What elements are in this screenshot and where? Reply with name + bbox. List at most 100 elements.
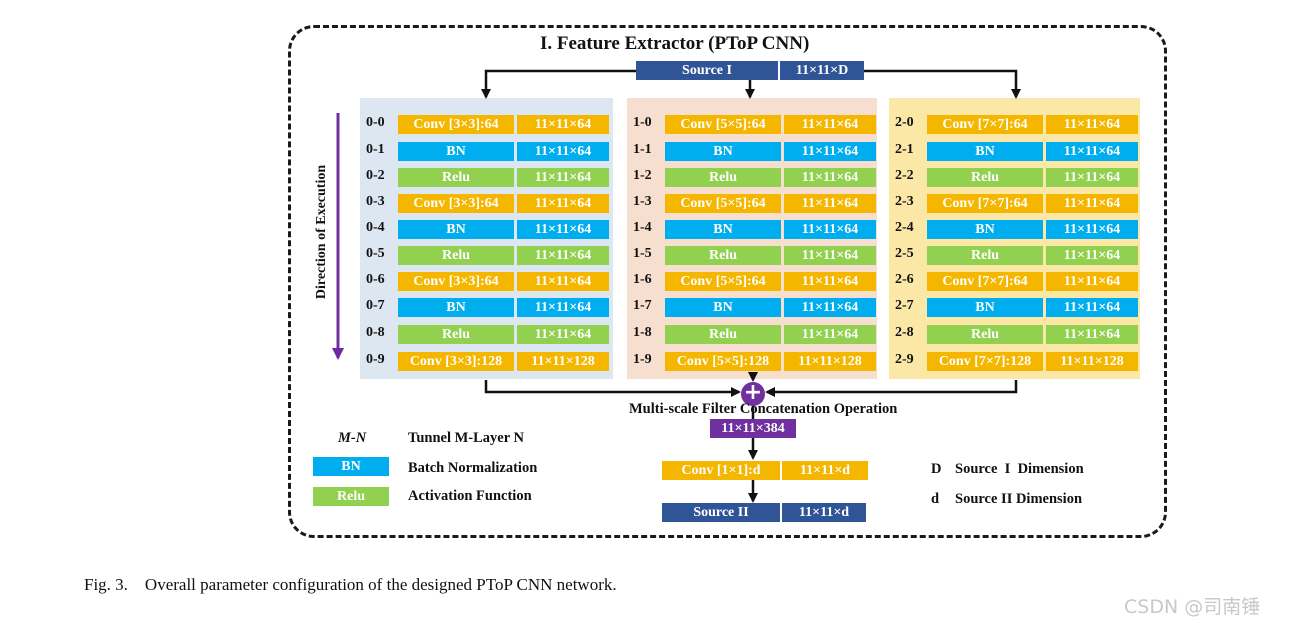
bn-op-cell: BN [927, 220, 1043, 239]
bn-op-cell: BN [927, 142, 1043, 161]
bn-dim-cell: 11×11×64 [784, 142, 876, 161]
layer-id-9: 0-9 [366, 352, 385, 367]
conv-op-cell: Conv [3×3]:128 [398, 352, 514, 371]
legend-mn-text: Tunnel M-Layer N [408, 430, 525, 446]
layer-id-7: 1-7 [633, 298, 652, 313]
conv1x1-op: Conv [1×1]:d [662, 461, 780, 480]
conv-op-cell: Conv [7×7]:64 [927, 115, 1043, 134]
layer-id-5: 0-5 [366, 246, 385, 261]
conv-dim-cell: 11×11×64 [784, 194, 876, 213]
concat-label: Multi-scale Filter Concatenation Operati… [629, 401, 898, 417]
bn-op-cell: BN [665, 298, 781, 317]
conv-op-cell: Conv [3×3]:64 [398, 194, 514, 213]
layer-id-3: 1-3 [633, 194, 652, 209]
conv-dim-cell: 11×11×64 [517, 115, 609, 134]
diagram-title: I. Feature Extractor (PToP CNN) [540, 33, 810, 54]
source1-label: Source I [636, 61, 778, 80]
legend-d-text: Source II Dimension [955, 491, 1083, 507]
layer-id-0: 2-0 [895, 115, 914, 130]
layer-id-9: 1-9 [633, 352, 652, 367]
bn-dim-cell: 11×11×64 [517, 298, 609, 317]
conv1x1-dim: 11×11×d [782, 461, 868, 480]
bn-op-cell: BN [665, 220, 781, 239]
layer-id-1: 2-1 [895, 142, 914, 157]
layer-id-2: 1-2 [633, 168, 652, 183]
relu-dim-cell: 11×11×64 [1046, 325, 1138, 344]
relu-op-cell: Relu [398, 246, 514, 265]
legend-d-key: d [931, 491, 940, 507]
relu-dim-cell: 11×11×64 [1046, 168, 1138, 187]
conv-dim-cell: 11×11×64 [784, 115, 876, 134]
layer-id-5: 2-5 [895, 246, 914, 261]
bn-dim-cell: 11×11×64 [1046, 298, 1138, 317]
conv-op-cell: Conv [5×5]:128 [665, 352, 781, 371]
layer-id-8: 1-8 [633, 325, 652, 340]
conv-op-cell: Conv [5×5]:64 [665, 115, 781, 134]
layer-id-4: 2-4 [895, 220, 914, 235]
bn-op-cell: BN [398, 220, 514, 239]
relu-dim-cell: 11×11×64 [517, 246, 609, 265]
layer-id-1: 1-1 [633, 142, 652, 157]
relu-op-cell: Relu [927, 168, 1043, 187]
bn-dim-cell: 11×11×64 [517, 142, 609, 161]
relu-dim-cell: 11×11×64 [517, 168, 609, 187]
legend-D-key: D [931, 461, 942, 477]
layer-id-0: 1-0 [633, 115, 652, 130]
conv-dim-cell: 11×11×64 [1046, 115, 1138, 134]
relu-dim-cell: 11×11×64 [1046, 246, 1138, 265]
bn-op-cell: BN [665, 142, 781, 161]
conv-op-cell: Conv [7×7]:64 [927, 272, 1043, 291]
concatenation-plus-icon: + [741, 382, 765, 406]
legend-relu-text: Activation Function [408, 488, 532, 504]
relu-op-cell: Relu [665, 168, 781, 187]
layer-id-7: 0-7 [366, 298, 385, 313]
bn-dim-cell: 11×11×64 [1046, 142, 1138, 161]
conv-op-cell: Conv [5×5]:64 [665, 272, 781, 291]
conv-op-cell: Conv [3×3]:64 [398, 115, 514, 134]
bn-op-cell: BN [398, 298, 514, 317]
relu-op-cell: Relu [927, 246, 1043, 265]
layer-id-5: 1-5 [633, 246, 652, 261]
conv-op-cell: Conv [5×5]:64 [665, 194, 781, 213]
conv-op-cell: Conv [3×3]:64 [398, 272, 514, 291]
source2-label: Source II [662, 503, 780, 522]
layer-id-6: 2-6 [895, 272, 914, 287]
bn-op-cell: BN [398, 142, 514, 161]
arrow-tunnel-0-to-concat [484, 380, 741, 397]
layer-id-8: 2-8 [895, 325, 914, 340]
layer-id-4: 0-4 [366, 220, 385, 235]
layer-id-2: 0-2 [366, 168, 385, 183]
conv-op-cell: Conv [7×7]:64 [927, 194, 1043, 213]
legend-D-text: Source I Dimension [955, 461, 1084, 477]
layer-id-3: 2-3 [895, 194, 914, 209]
conv-dim-cell: 11×11×64 [784, 272, 876, 291]
legend-bn-text: Batch Normalization [408, 460, 538, 476]
concat-dim: 11×11×384 [710, 419, 796, 438]
source1-dim: 11×11×D [780, 61, 864, 80]
arrow-tunnel-2-to-concat [765, 380, 1018, 397]
relu-op-cell: Relu [665, 325, 781, 344]
arrow-source-to-tunnel-2 [864, 69, 1021, 99]
layer-id-9: 2-9 [895, 352, 914, 367]
layer-id-7: 2-7 [895, 298, 914, 313]
legend-bn-key: BN [313, 457, 389, 476]
bn-dim-cell: 11×11×64 [1046, 220, 1138, 239]
layer-id-1: 0-1 [366, 142, 385, 157]
figure-caption: Fig. 3. Overall parameter configuration … [84, 575, 617, 594]
relu-dim-cell: 11×11×64 [784, 168, 876, 187]
source2-dim: 11×11×d [782, 503, 866, 522]
relu-dim-cell: 11×11×64 [517, 325, 609, 344]
conv-dim-cell: 11×11×64 [517, 194, 609, 213]
conv-dim-cell: 11×11×128 [784, 352, 876, 371]
relu-op-cell: Relu [665, 246, 781, 265]
layer-id-8: 0-8 [366, 325, 385, 340]
bn-op-cell: BN [927, 298, 1043, 317]
layer-id-4: 1-4 [633, 220, 652, 235]
legend-mn-key: M-N [338, 430, 367, 446]
watermark: CSDN @司南锤 [1124, 596, 1261, 618]
layer-id-2: 2-2 [895, 168, 914, 183]
legend-relu-key: Relu [313, 487, 389, 506]
bn-dim-cell: 11×11×64 [784, 298, 876, 317]
bn-dim-cell: 11×11×64 [517, 220, 609, 239]
